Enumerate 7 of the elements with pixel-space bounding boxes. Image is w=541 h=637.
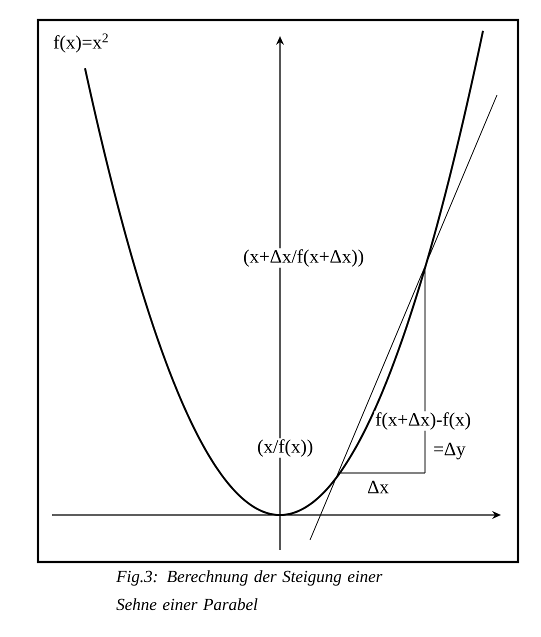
- math-label: (x/f(x)): [258, 439, 312, 457]
- math-label: (x+Δx/f(x+Δx)): [244, 249, 364, 267]
- math-label: f(x)=x$^{2}$: [54, 33, 108, 53]
- figure-caption: Fig.3: Berechnung der Steigung einer Sehne einer Parabel: [116, 570, 382, 610]
- math-label: f(x+Δx)-f(x): [376, 412, 470, 430]
- math-label: Δx: [368, 480, 389, 494]
- math-label: =Δy: [434, 442, 466, 460]
